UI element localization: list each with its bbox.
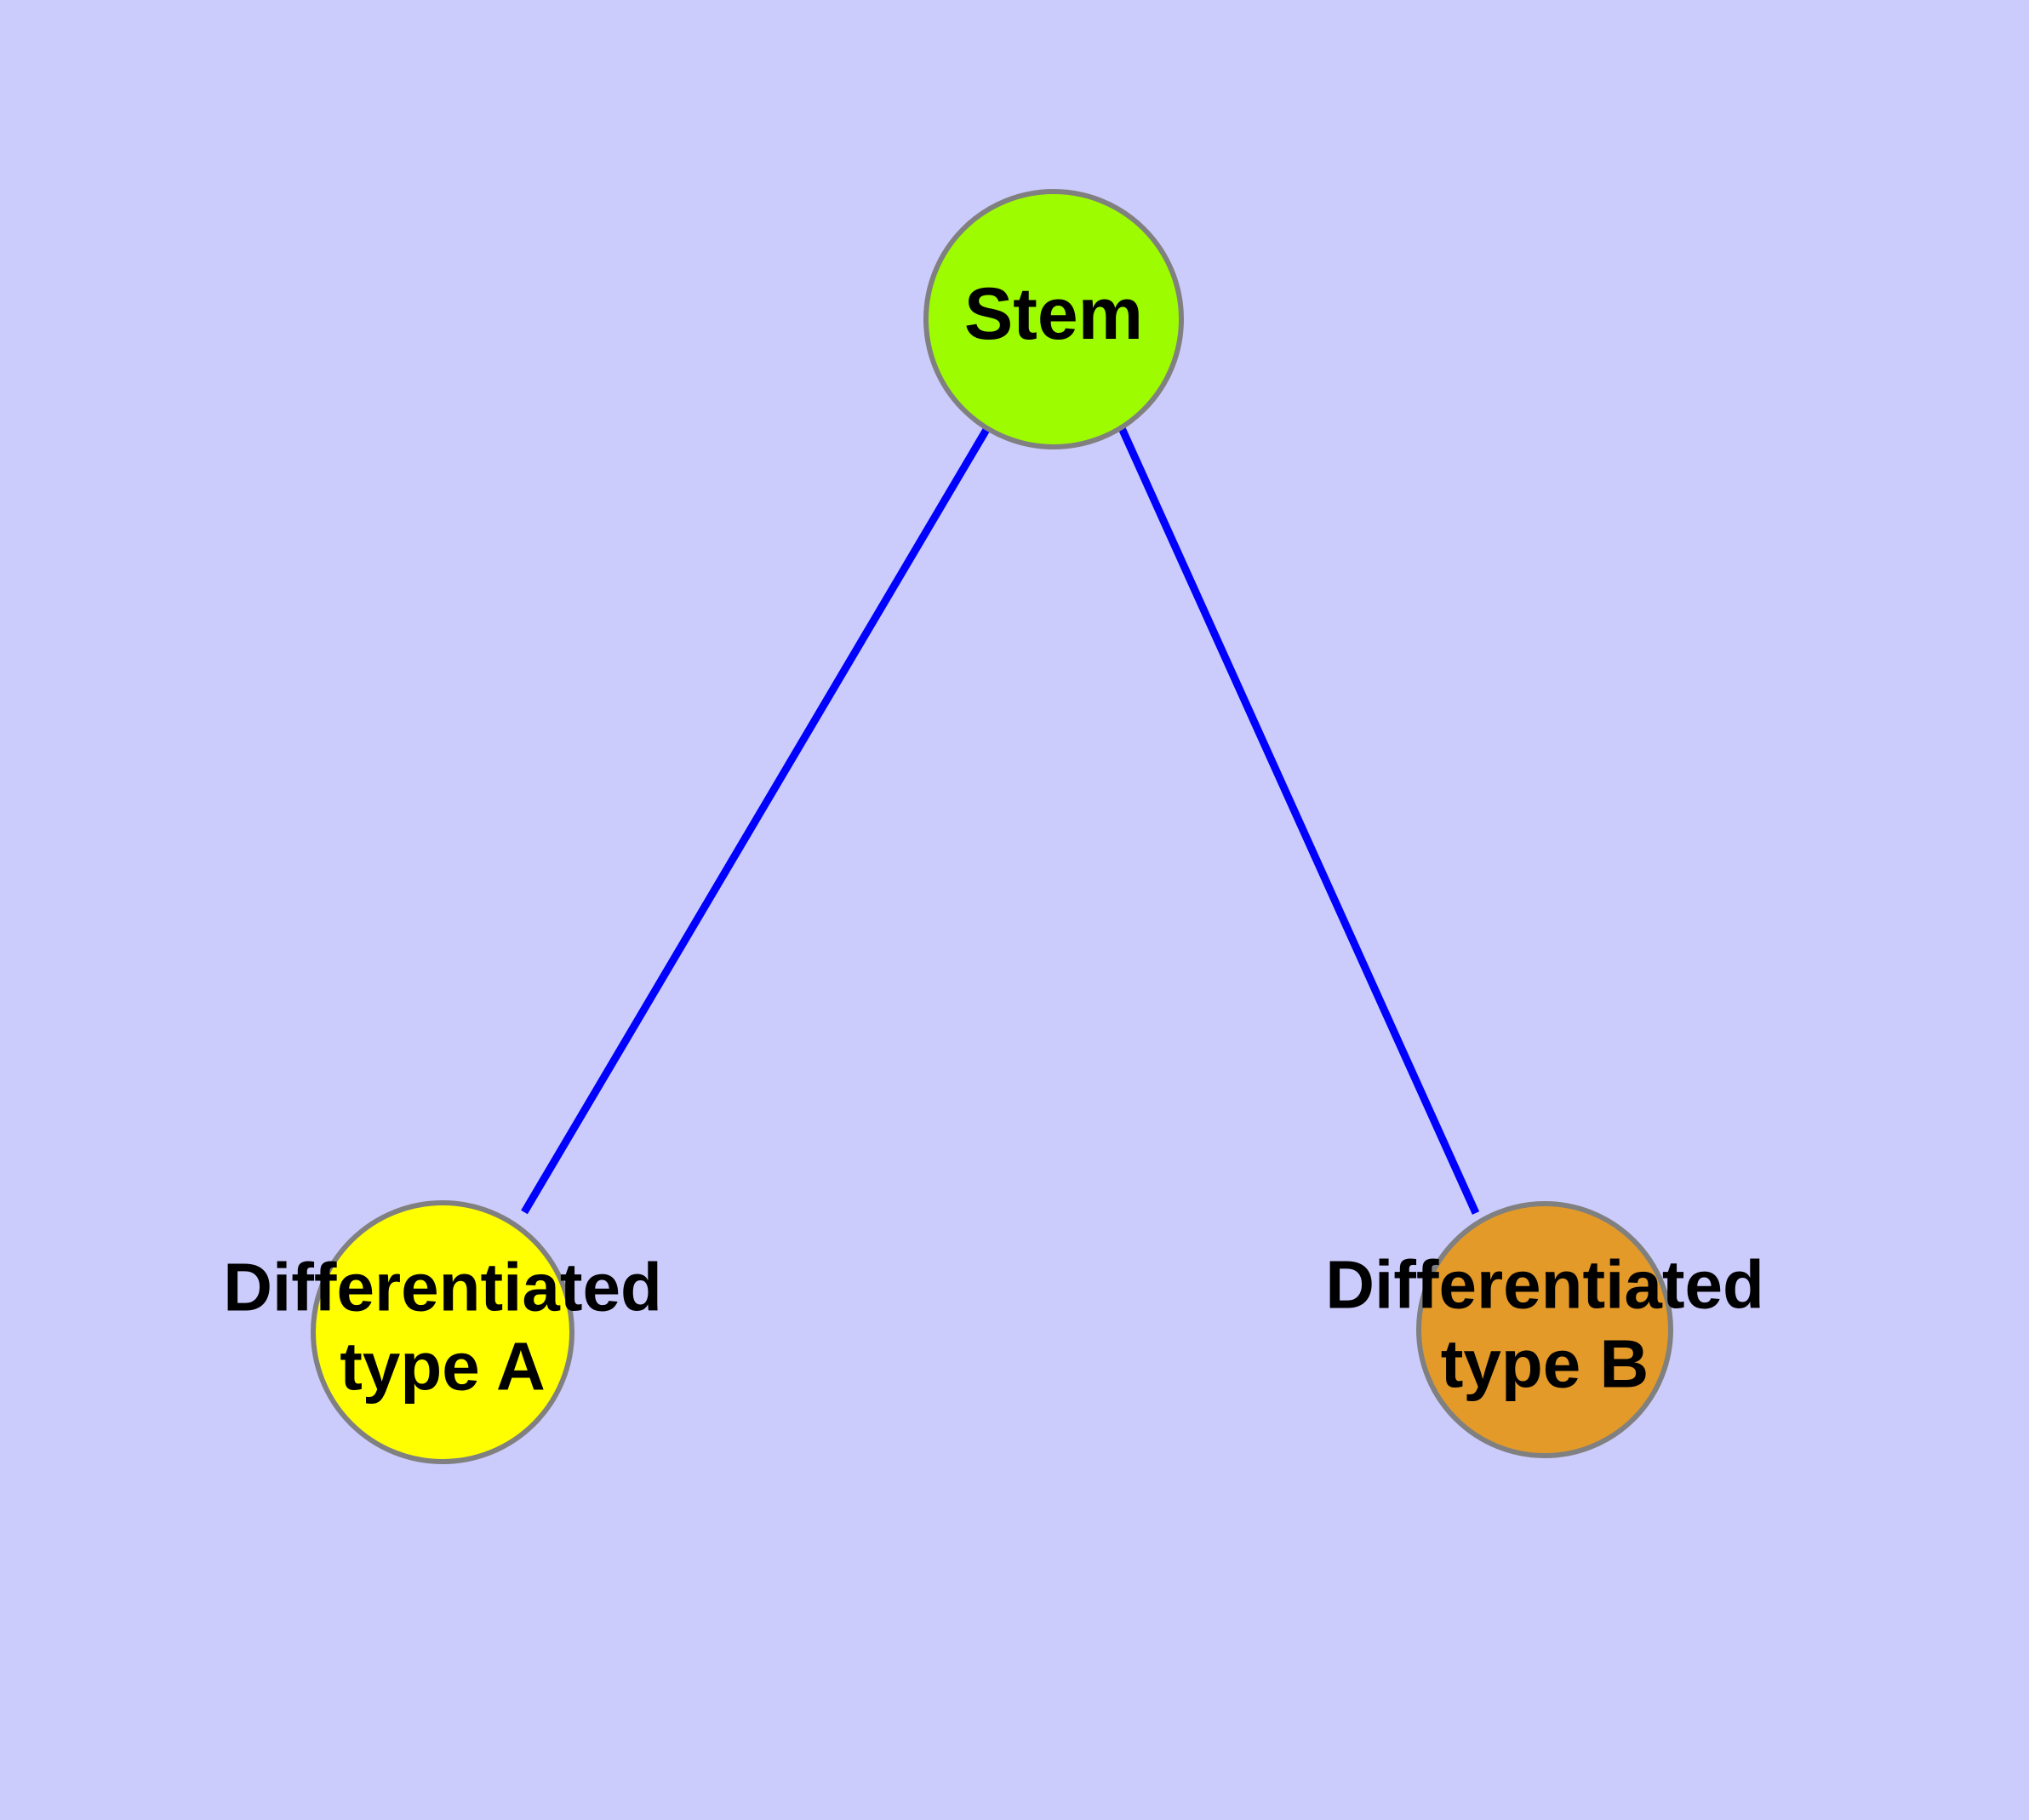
node-label-line: Stem [964,273,1143,355]
edge-stem-diff_a[interactable] [521,426,991,1215]
node-circle-diff_a[interactable] [311,1200,574,1464]
node-circle-stem[interactable] [923,189,1184,449]
node-label-line: type A [340,1329,546,1405]
node-label-stem: Stem [964,273,1143,355]
node-label-line: Differentiated [1325,1247,1764,1323]
node-label-line: type B [1441,1326,1649,1402]
edges-layer [521,426,1480,1215]
node-circle-diff_b[interactable] [1416,1201,1673,1458]
edge-stem-diff_b[interactable] [1117,426,1480,1215]
node-label-line: Differentiated [223,1250,662,1325]
node-stem[interactable]: Stem [923,189,1184,449]
